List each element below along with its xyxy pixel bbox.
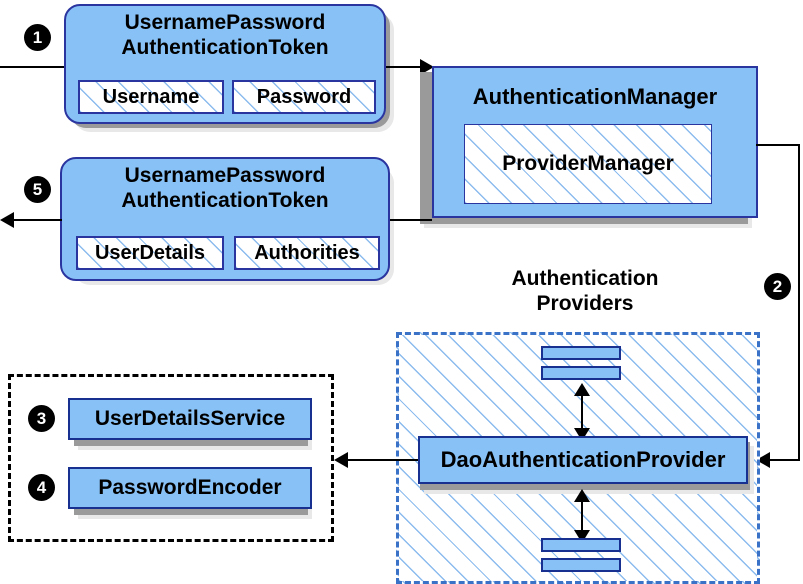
- provider-link-top-line: [581, 390, 583, 430]
- provider-placeholder-top-1: [541, 346, 621, 360]
- request-to-manager-line: [386, 66, 424, 68]
- manager-to-provider-line-top: [756, 144, 800, 146]
- manager-to-provider-line-bottom: [770, 459, 800, 461]
- request-token-title: UsernamePassword AuthenticationToken: [121, 11, 329, 59]
- response-token-field-userdetails: UserDetails: [76, 236, 224, 270]
- manager-to-provider-line-vertical: [798, 144, 800, 461]
- marker-5: 5: [24, 176, 51, 203]
- provider-to-services-arrowhead: [334, 452, 348, 468]
- manager-to-response-line: [390, 219, 432, 221]
- support-services-container: [8, 374, 334, 542]
- marker-2: 2: [764, 273, 791, 300]
- response-token-field-authorities: Authorities: [234, 236, 380, 270]
- response-token-title: UsernamePassword AuthenticationToken: [121, 164, 329, 212]
- provider-link-top-arrow-up: [574, 383, 590, 396]
- request-token-field-password: Password: [232, 80, 376, 114]
- authentication-manager-title: AuthenticationManager: [472, 84, 718, 109]
- provider-placeholder-top-2: [541, 366, 621, 380]
- passwordencoder-box[interactable]: PasswordEncoder: [68, 467, 312, 509]
- marker-1: 1: [24, 24, 51, 51]
- provider-link-bottom-line: [581, 496, 583, 532]
- userdetailsservice-box[interactable]: UserDetailsService: [68, 398, 312, 440]
- dao-authentication-provider-box[interactable]: DaoAuthenticationProvider: [418, 436, 748, 484]
- provider-placeholder-bottom-2: [541, 558, 621, 572]
- marker-3: 3: [28, 405, 55, 432]
- authentication-providers-title: Authentication Providers: [511, 267, 659, 315]
- response-outbound-line: [14, 219, 62, 221]
- request-to-manager-arrowhead: [420, 59, 434, 75]
- inbound-request-line: [0, 66, 76, 68]
- provider-link-bottom-arrow-up: [574, 489, 590, 502]
- provider-placeholder-bottom-1: [541, 538, 621, 552]
- marker-4: 4: [28, 474, 55, 501]
- provider-manager-box: ProviderManager: [464, 124, 712, 204]
- request-token-field-username: Username: [78, 80, 224, 114]
- provider-to-services-line: [348, 459, 418, 461]
- response-outbound-arrowhead: [0, 212, 14, 228]
